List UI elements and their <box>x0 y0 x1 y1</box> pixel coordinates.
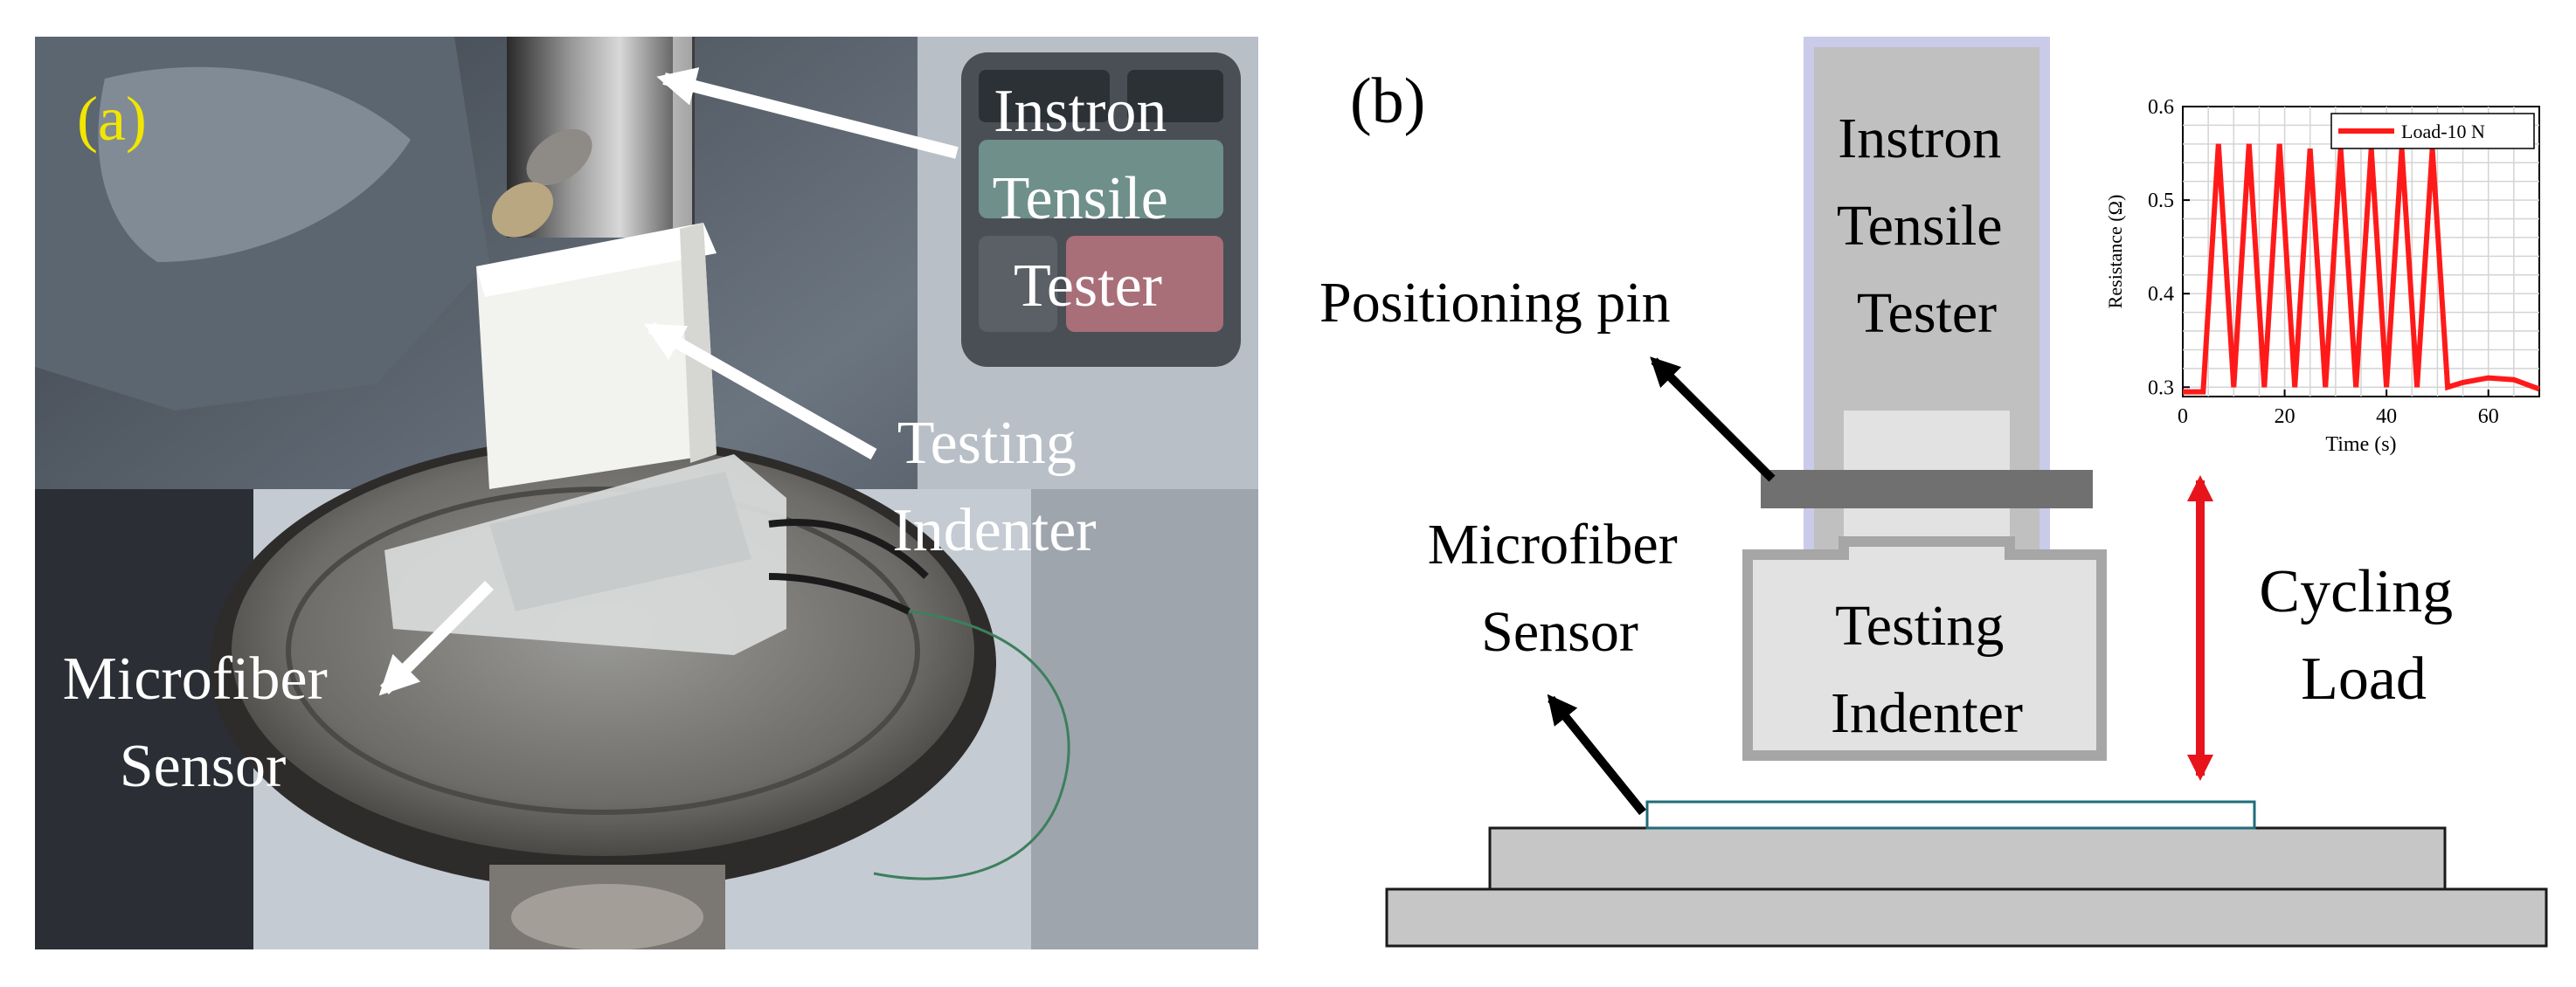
sensor-label-b: Microfiber Sensor <box>1428 513 1692 664</box>
instron-arrow-a <box>656 67 959 159</box>
indenter-label-b: Testing Indenter <box>1831 594 2023 745</box>
base-plate-lower <box>1385 887 2548 948</box>
positioning-pin-label: Positioning pin <box>1319 271 1671 335</box>
chart-ticks: 0 20 40 60 0.3 0.4 0.5 0.6 <box>2148 96 2499 428</box>
y-tick-label: 0.6 <box>2148 96 2174 119</box>
chart-series <box>2183 143 2541 395</box>
x-axis-title: Time (s) <box>2325 433 2396 456</box>
panel-a-label: (a) <box>77 84 147 154</box>
testing-indenter <box>1742 536 2107 761</box>
indenter-label-a: Testing Indenter <box>892 410 1096 564</box>
cycling-load-label: Cycling Load <box>2259 558 2468 713</box>
x-tick-label: 0 <box>2178 405 2188 428</box>
instron-label-b: Instron Tensile Tester <box>1837 107 2017 345</box>
positioning-pin <box>1761 470 2093 508</box>
y-tick-label: 0.4 <box>2148 283 2174 306</box>
x-tick-label: 60 <box>2478 405 2499 428</box>
chart-legend: Load-10 N <box>2330 113 2535 149</box>
y-tick-label: 0.5 <box>2148 190 2174 212</box>
series-line-0 <box>2183 143 2541 395</box>
panel-b-label: (b) <box>1350 66 1425 137</box>
legend-label: Load-10 N <box>2401 121 2485 142</box>
positioning-pin-arrow <box>1650 356 1776 482</box>
base-plate-upper <box>1488 826 2447 891</box>
sensor-arrow-b <box>1547 694 1646 816</box>
x-tick-label: 40 <box>2376 405 2397 428</box>
y-tick-label: 0.3 <box>2148 376 2174 399</box>
sensor-label-a: Microfiber Sensor <box>63 645 343 800</box>
x-tick-label: 20 <box>2275 405 2296 428</box>
y-axis-title: Resistance (Ω) <box>2104 195 2126 309</box>
indenter-arrow-a <box>644 321 877 460</box>
resistance-time-chart: 0 20 40 60 0.3 0.4 0.5 0.6 Load-10 N Time (s) R… <box>2104 96 2541 456</box>
microfiber-sensor <box>1645 800 2256 830</box>
panel-a-photo <box>35 37 1258 949</box>
instron-label-a: Instron Tensile Tester <box>993 78 1184 320</box>
sensor-arrow-a <box>378 581 494 696</box>
